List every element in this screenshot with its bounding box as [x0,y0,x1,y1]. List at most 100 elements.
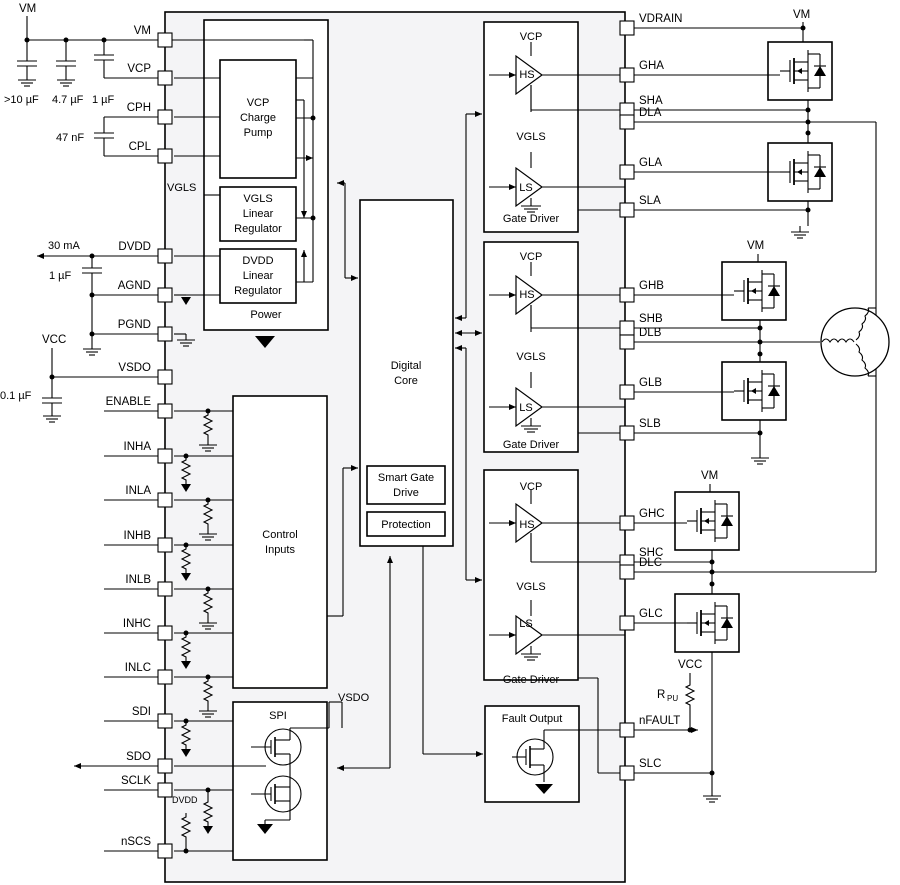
pin-agnd [157,287,173,303]
control-inputs-line1: Control [262,529,297,541]
vcc-left-label: VCC [42,334,66,346]
gd-a-label: Gate Driver [503,213,560,225]
gd-a-vcp: VCP [520,31,543,43]
vgls-regulator-block [219,186,297,242]
pin-nscs [157,843,173,859]
gd-c-ls: LS [519,618,532,630]
dvdd-regulator-block [219,248,297,304]
pin-label-inla: INLA [125,485,151,497]
pin-label-ghb: GHB [639,280,664,292]
pin-label-vm: VM [134,25,151,37]
pin-sla [619,202,635,218]
vgls-reg-line2: Linear [243,208,274,220]
gd-c-hs: HS [519,519,534,531]
pin-vcp [157,70,173,86]
mosfet-lb [721,361,787,421]
mosfet-ha [767,41,833,101]
vgls-reg-line1: VGLS [243,193,272,205]
pulldown-resistors [181,408,218,854]
vm-b-label: VM [747,240,764,252]
dvdd-pullup-label: DVDD [172,795,198,805]
gd-c-vcp: VCP [520,481,543,493]
mosfet-hb [721,261,787,321]
pin-label-cpl: CPL [129,141,152,153]
pin-label-shb: SHB [639,313,663,325]
gd-c-label: Gate Driver [503,674,560,686]
pin-label-shc: SHC [639,547,663,559]
pin-label-sdo: SDO [126,751,151,763]
gd-b-vcp: VCP [520,251,543,263]
pin-inha [157,448,173,464]
pin-label-inhc: INHC [123,618,151,630]
spi-block [232,701,328,861]
pin-label-slb: SLB [639,418,661,430]
charge-pump-line2: Charge [240,112,276,124]
vgls-reg-line3: Regulator [234,223,282,235]
pin-inlb [157,581,173,597]
pin-glc [619,615,635,631]
pin-dla [619,114,635,130]
gd-b-label: Gate Driver [503,439,560,451]
fault-output-block [484,705,580,803]
dvdd-reg-line3: Regulator [234,285,282,297]
pin-label-inlc: INLC [125,662,151,674]
pin-label-dlb: DLB [639,327,662,339]
pin-label-inlb: INLB [125,574,151,586]
digital-core-line2: Core [394,375,418,387]
pin-label-glb: GLB [639,377,662,389]
charge-pump-line3: Pump [244,127,273,139]
pin-inhb [157,537,173,553]
fault-output-label: Fault Output [502,713,563,725]
control-inputs-block [232,395,328,689]
protection-block [366,511,446,537]
power-label: Power [250,309,282,321]
cap-4-7uf-label: 4.7 µF [52,94,84,106]
pin-glb [619,384,635,400]
pin-gla [619,164,635,180]
pin-label-vcp: VCP [127,63,151,75]
charge-pump-block [219,59,297,179]
dvdd-reg-line1: DVDD [242,255,273,267]
pin-label-vdrain: VDRAIN [639,13,682,25]
pin-label-sla: SLA [639,195,661,207]
pin-gha [619,67,635,83]
spi-label: SPI [269,710,287,722]
pin-nfault [619,722,635,738]
rpu-label: R [657,689,665,701]
pin-sdi [157,713,173,729]
smart-gate-drive-block [366,465,446,505]
cap-47nf [94,116,165,157]
gd-a-ls: LS [519,182,532,194]
pin-dlc [619,564,635,580]
pin-ghb [619,287,635,303]
pin-label-cph: CPH [127,102,151,114]
gate-driver-a [484,22,578,232]
pin-enable [157,403,173,419]
control-inputs-line2: Inputs [265,544,295,556]
pin-label-slc: SLC [639,758,661,770]
gate-driver-b [484,242,578,452]
pin-vdrain [619,20,635,36]
cap-1uf-vcp [94,40,165,79]
pin-label-enable: ENABLE [106,396,152,408]
pin-label-dlc: DLC [639,557,662,569]
cap-10uf-label: >10 µF [4,94,39,106]
charge-pump-line1: VCP [247,97,270,109]
pin-label-sha: SHA [639,95,663,107]
gd-b-ls: LS [519,402,532,414]
pin-inhc [157,625,173,641]
gd-c-vgls: VGLS [516,581,545,593]
pin-vsdo [157,369,173,385]
pin-sdo [157,758,173,774]
pin-shb [619,320,635,336]
vm-a-label: VM [793,9,810,21]
pin-inlc [157,669,173,685]
pin-inla [157,492,173,508]
pin-slb [619,425,635,441]
right-pin-group: VDRAINGHASHADLAGLASLAGHBSHBDLBGLBSLBGHCS… [619,13,682,781]
smart-gate-line1: Smart Gate [378,472,434,484]
power-ground-arrow [255,336,275,348]
pin-label-ghc: GHC [639,508,665,520]
